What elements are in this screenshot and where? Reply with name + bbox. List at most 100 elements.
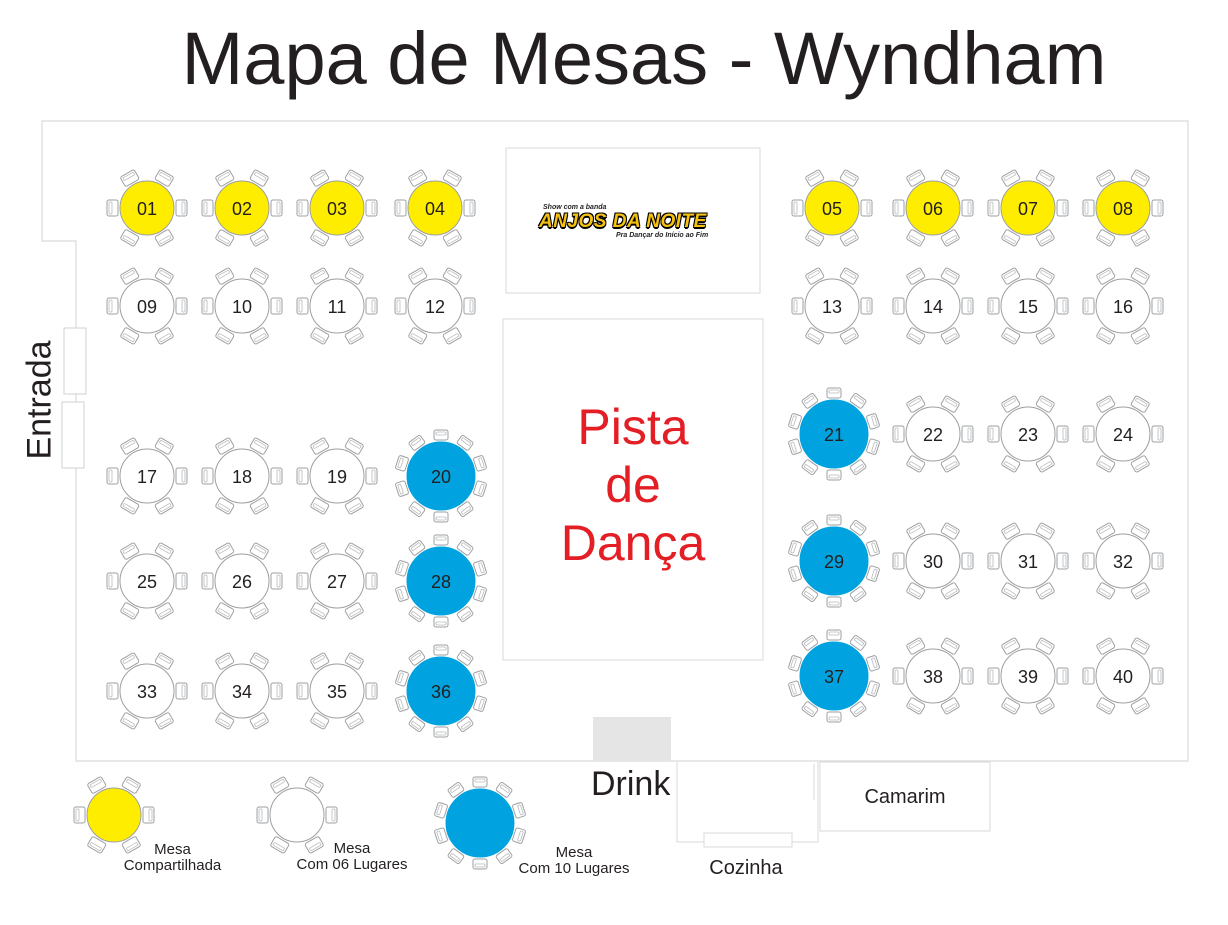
legend-ten-line1: Mesa bbox=[555, 844, 593, 861]
table-top bbox=[1095, 533, 1151, 589]
chair bbox=[849, 586, 867, 603]
table-03: 03 bbox=[296, 169, 378, 247]
chair bbox=[325, 806, 338, 824]
chair bbox=[408, 501, 426, 518]
chair bbox=[344, 542, 364, 560]
chair bbox=[826, 596, 842, 608]
dance-floor-label-line3: Dança bbox=[560, 515, 706, 571]
table-05: 05 bbox=[791, 169, 873, 247]
chair bbox=[788, 540, 802, 557]
table-38: 38 bbox=[892, 637, 974, 715]
chair bbox=[801, 634, 819, 651]
table-top bbox=[1095, 278, 1151, 334]
chair bbox=[866, 540, 880, 557]
chair bbox=[310, 497, 330, 515]
table-35: 35 bbox=[296, 652, 378, 730]
chair bbox=[1035, 267, 1055, 285]
chair bbox=[860, 297, 873, 315]
chair bbox=[456, 539, 474, 556]
table-top bbox=[905, 278, 961, 334]
legend-ten-line2: Com 10 Lugares bbox=[518, 860, 630, 877]
chair bbox=[788, 680, 802, 697]
chair bbox=[106, 297, 119, 315]
chair bbox=[906, 395, 926, 413]
chair bbox=[310, 327, 330, 345]
chair bbox=[1151, 199, 1164, 217]
chair bbox=[201, 467, 214, 485]
chair bbox=[1151, 667, 1164, 685]
table-top bbox=[804, 180, 860, 236]
chair bbox=[1130, 582, 1150, 600]
chair bbox=[839, 267, 859, 285]
chair bbox=[395, 480, 409, 497]
table-number: 24 bbox=[1113, 425, 1133, 445]
table-37: 37 bbox=[788, 629, 880, 723]
table-number: 06 bbox=[923, 199, 943, 219]
chair bbox=[121, 776, 141, 794]
chair bbox=[839, 327, 859, 345]
chair bbox=[201, 572, 214, 590]
table-33: 33 bbox=[106, 652, 188, 730]
table-number: 09 bbox=[137, 297, 157, 317]
chair bbox=[463, 297, 476, 315]
chair bbox=[1096, 229, 1116, 247]
chair bbox=[270, 682, 283, 700]
chair bbox=[215, 497, 235, 515]
table-number: 02 bbox=[232, 199, 252, 219]
chair bbox=[1035, 522, 1055, 540]
chair bbox=[344, 497, 364, 515]
chair bbox=[1130, 637, 1150, 655]
chair bbox=[408, 169, 428, 187]
table-number: 26 bbox=[232, 572, 252, 592]
table-top bbox=[905, 648, 961, 704]
chair bbox=[1096, 169, 1116, 187]
chair bbox=[249, 437, 269, 455]
chair bbox=[473, 480, 487, 497]
chair bbox=[788, 438, 802, 455]
chair bbox=[344, 169, 364, 187]
chair bbox=[805, 327, 825, 345]
table-top bbox=[799, 399, 869, 469]
band-banner: Show com a banda ANJOS DA NOITE Pra Danç… bbox=[506, 148, 760, 293]
chair bbox=[296, 572, 309, 590]
entrance-door-bottom bbox=[61, 401, 85, 469]
legend-six-label: Mesa Com 06 Lugares bbox=[288, 841, 416, 873]
chair bbox=[408, 327, 428, 345]
chair bbox=[892, 425, 905, 443]
table-top bbox=[406, 441, 476, 511]
chair bbox=[940, 395, 960, 413]
chair bbox=[1001, 327, 1021, 345]
table-number: 30 bbox=[923, 552, 943, 572]
chair bbox=[1130, 327, 1150, 345]
chair bbox=[395, 670, 409, 687]
chair bbox=[866, 655, 880, 672]
table-number: 31 bbox=[1018, 552, 1038, 572]
table-39: 39 bbox=[987, 637, 1069, 715]
chair bbox=[849, 701, 867, 718]
chair bbox=[106, 572, 119, 590]
chair bbox=[987, 297, 1000, 315]
chair bbox=[906, 522, 926, 540]
table-number: 16 bbox=[1113, 297, 1133, 317]
chair bbox=[987, 667, 1000, 685]
chair bbox=[473, 560, 487, 577]
chair bbox=[408, 716, 426, 733]
legend-shared-label: Mesa Compartilhada bbox=[110, 842, 235, 874]
chair bbox=[433, 726, 449, 738]
chair bbox=[154, 652, 174, 670]
dance-floor-label-line2: de bbox=[605, 457, 661, 513]
chair bbox=[154, 497, 174, 515]
chair bbox=[801, 392, 819, 409]
chair bbox=[495, 781, 513, 798]
chair bbox=[175, 682, 188, 700]
table-29: 29 bbox=[788, 514, 880, 608]
table-top bbox=[1000, 406, 1056, 462]
table-top bbox=[214, 278, 270, 334]
chair bbox=[1130, 169, 1150, 187]
chair bbox=[940, 455, 960, 473]
chair bbox=[987, 425, 1000, 443]
chair bbox=[805, 267, 825, 285]
chair bbox=[1096, 267, 1116, 285]
chair bbox=[310, 437, 330, 455]
chair bbox=[447, 781, 465, 798]
